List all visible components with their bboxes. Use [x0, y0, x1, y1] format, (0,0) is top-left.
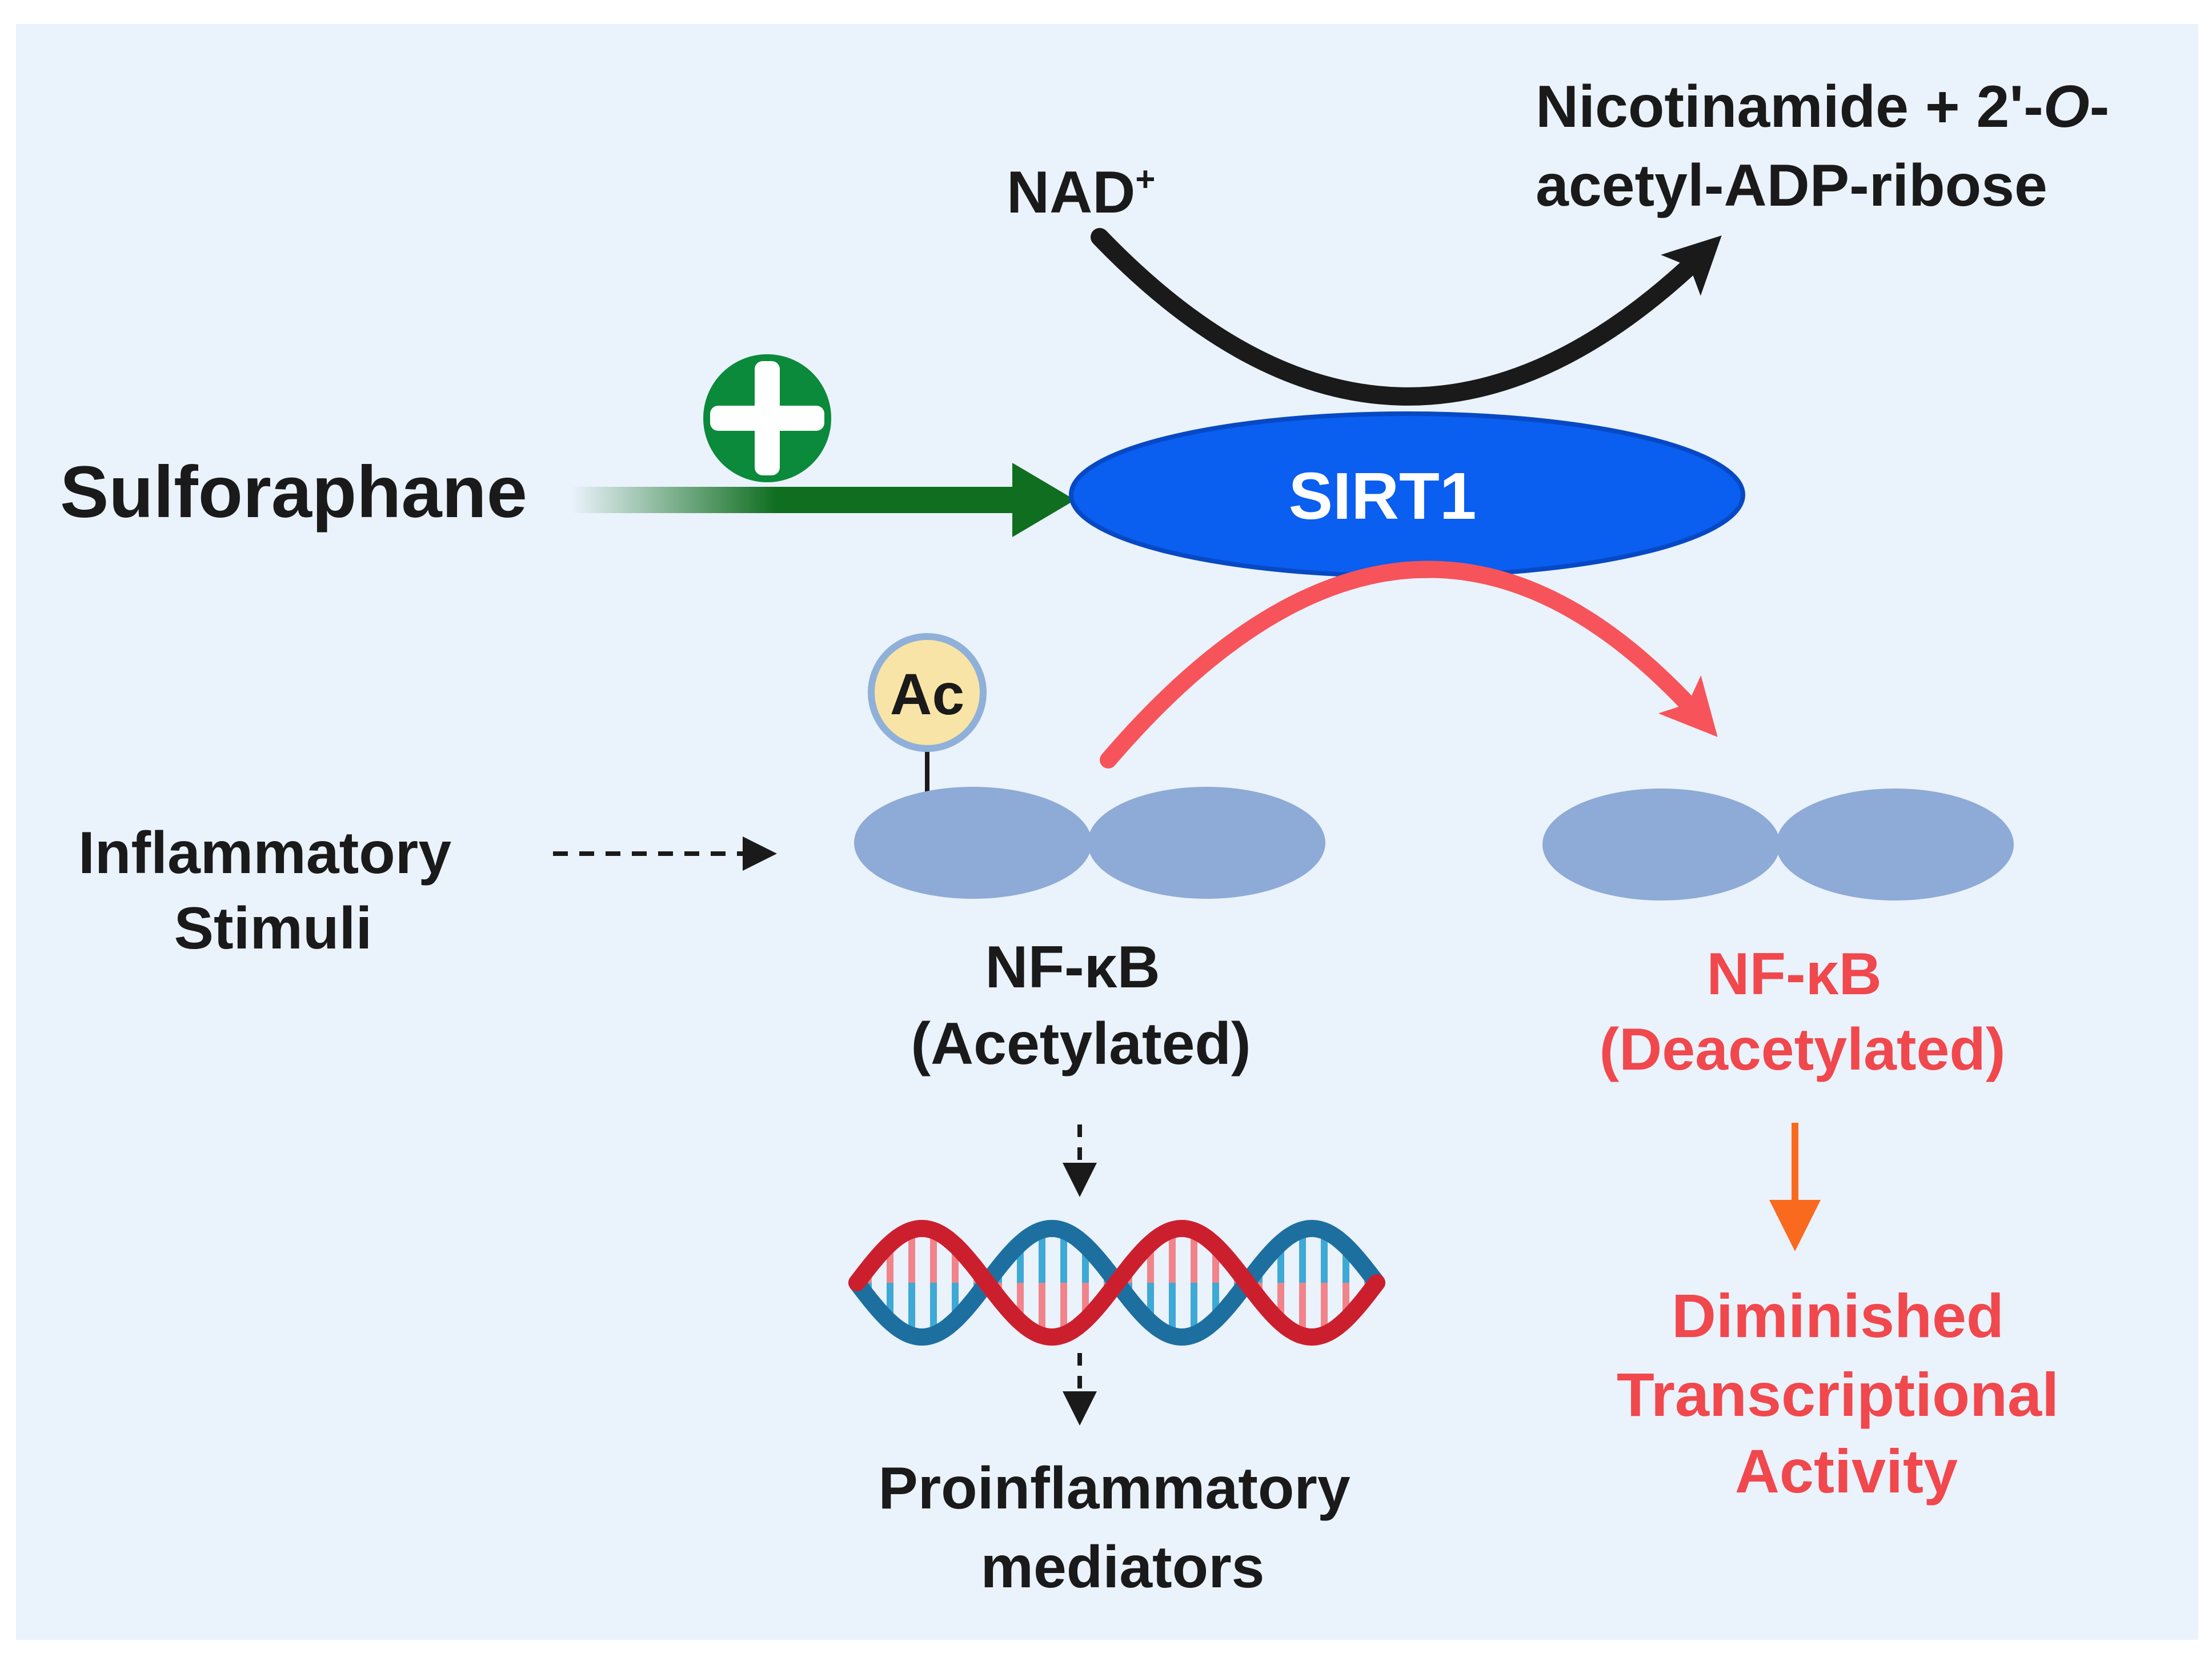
nfkb-deacetylated-subunit-right	[1776, 789, 2014, 900]
nfkb-acetylated-subunit-right	[1088, 787, 1325, 899]
plus-circle-icon	[703, 354, 831, 482]
nfkb-deacetylated-subunit-left	[1542, 789, 1780, 900]
nad-reaction-arrow	[1091, 228, 1722, 406]
products-italic-o: O	[2043, 74, 2090, 140]
nad-label: NAD+	[1007, 159, 1155, 226]
diminished-activity-label: Diminished Transcriptional Activity	[1617, 1281, 2076, 1506]
sirt1-label: SIRT1	[1289, 459, 1477, 533]
nad-superscript: +	[1135, 160, 1155, 198]
deacetylation-arrow	[1100, 561, 1718, 769]
acetyl-group	[868, 633, 987, 752]
sulforaphane-label: Sulforaphane	[60, 451, 527, 533]
nfkb-deacetylated-label: NF-κB (Deacetylated)	[1600, 941, 2006, 1083]
dna-strand-red	[848, 1219, 1385, 1346]
products-label: Nicotinamide + 2'-O- acetyl-ADP-ribose	[1536, 74, 2126, 219]
acetyl-label: Ac	[890, 662, 964, 727]
inflammatory-stimuli-label: Inflammatory Stimuli	[78, 820, 468, 962]
products-line2: acetyl-ADP-ribose	[1536, 153, 2047, 219]
dna-helix-icon	[848, 1219, 1385, 1346]
nfkb-acetylated-subunit-left	[854, 787, 1092, 899]
proinflammatory-mediators-label: Proinflammatory mediators	[878, 1455, 1367, 1600]
nfkb-acetylated-label: NF-κB (Acetylated)	[911, 934, 1251, 1077]
sulforaphane-arrow-head	[1012, 463, 1075, 537]
sulforaphane-arrow-shaft	[571, 487, 1028, 513]
